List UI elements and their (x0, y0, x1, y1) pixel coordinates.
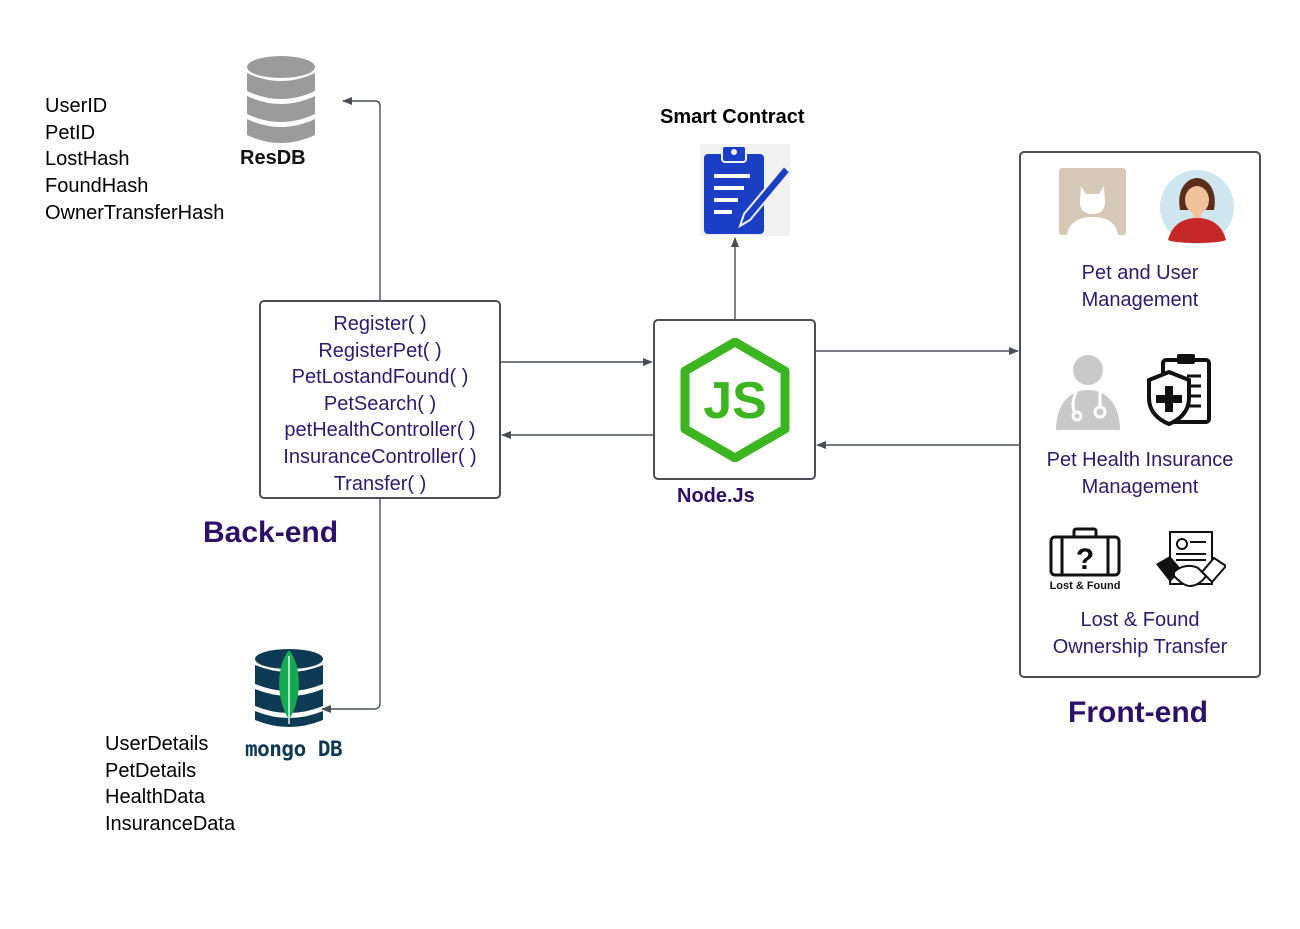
resdb-field: UserID (45, 95, 108, 117)
mongodb-icon (255, 649, 323, 727)
insurance-shield-icon (1147, 354, 1211, 427)
clipboard-icon (700, 144, 790, 236)
nodejs-box: JS (653, 319, 816, 480)
feature-pet-user-management: Pet and User Management (1020, 260, 1260, 314)
backend-function: RegisterPet( ) (318, 339, 442, 362)
nodejs-label: Node.Js (677, 485, 755, 507)
resdb-field-list: UserID PetID LostHash FoundHash OwnerTra… (45, 93, 224, 227)
backend-function: Register( ) (333, 313, 427, 335)
smart-contract-label: Smart Contract (660, 106, 805, 128)
handshake-document-icon (1156, 531, 1226, 588)
backend-function: Transfer( ) (333, 472, 427, 495)
frontend-title: Front-end (1068, 696, 1208, 729)
feature-line: Pet and User (1081, 262, 1199, 284)
mongodb-field: HealthData (105, 786, 206, 809)
feature-line: Management (1081, 289, 1199, 311)
mongodb-label: mongo DB (245, 737, 343, 761)
feature-line: Ownership Transfer (1052, 636, 1228, 658)
backend-function: PetLostandFound( ) (291, 366, 469, 389)
feature-line: Management (1081, 476, 1199, 498)
mongodb-field: UserDetails (105, 733, 209, 755)
resdb-field: LostHash (45, 148, 130, 171)
mongodb-field: InsuranceData (105, 813, 236, 836)
pet-avatar-icon (1059, 168, 1126, 235)
backend-title: Back-end (203, 516, 339, 549)
doctor-icon (1056, 355, 1120, 430)
resdb-field: FoundHash (45, 175, 149, 198)
arrow-backend-to-mongodb (321, 498, 381, 713)
backend-function: InsuranceController( ) (283, 445, 477, 468)
lost-found-suitcase-icon: ? Lost & Found (1049, 527, 1121, 592)
feature-health-insurance-management: Pet Health Insurance Management (1020, 447, 1260, 501)
lost-found-icon-caption: Lost & Found (1050, 580, 1121, 592)
arrow-backend-to-resdb (342, 97, 381, 301)
feature-lost-found-ownership: Lost & Found Ownership Transfer (1020, 607, 1260, 661)
resdb-label: ResDB (240, 147, 306, 169)
backend-function: PetSearch( ) (323, 392, 437, 415)
mongodb-field-list: UserDetails PetDetails HealthData Insura… (105, 731, 235, 838)
nodejs-logo-text: JS (703, 372, 767, 430)
resdb-field: PetID (45, 121, 96, 144)
database-icon (247, 56, 315, 143)
backend-functions-box: Register( ) RegisterPet( ) PetLostandFou… (259, 300, 501, 499)
feature-line: Lost & Found (1080, 609, 1200, 631)
user-avatar-icon (1160, 170, 1234, 244)
resdb-field: OwnerTransferHash (45, 201, 225, 224)
backend-function: petHealthController( ) (284, 419, 476, 442)
svg-text:?: ? (1076, 543, 1094, 576)
feature-line: Pet Health Insurance (1046, 449, 1234, 471)
nodejs-icon: JS (680, 338, 790, 462)
mongodb-field: PetDetails (105, 759, 197, 782)
